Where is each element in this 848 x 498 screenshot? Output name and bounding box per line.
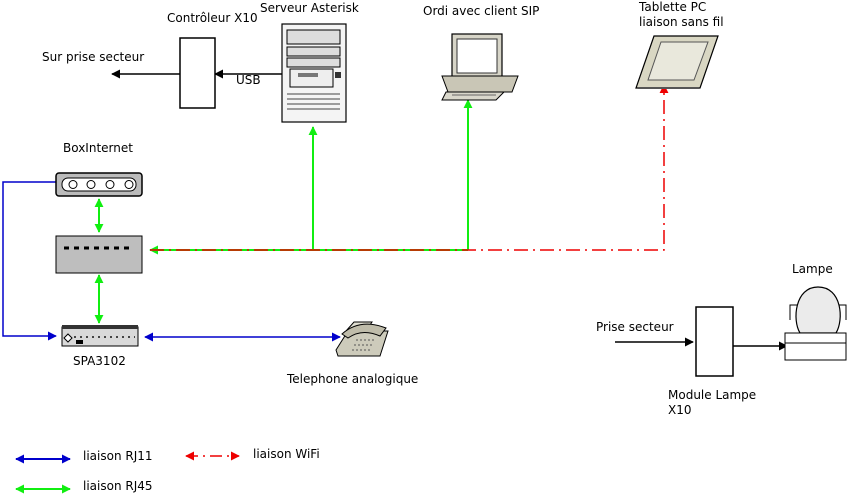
lamp-icon [784,286,847,361]
desktop-pc-icon [441,33,519,101]
lamp-module-box [695,306,734,377]
lamp-module-label-line1: Module Lampe [668,388,756,402]
lamp-module-label-line2: X10 [668,403,692,417]
analog-phone-label: Telephone analogique [286,372,418,386]
legend: liaison RJ11 liaison WiFi liaison RJ45 [15,447,320,494]
x10-controller-label: Contrôleur X10 [167,11,258,25]
x10-controller-box [179,37,216,109]
power-outlet-top-label: Sur prise secteur [42,50,144,64]
legend-rj11-label: liaison RJ11 [83,449,153,463]
server-tower-icon [281,23,347,123]
tablet-label-line2: liaison sans fil [639,15,724,29]
lamp-label: Lampe [792,262,833,276]
asterisk-server-label: Serveur Asterisk [260,1,359,15]
analog-phone-icon [335,321,389,357]
legend-rj45-label: liaison RJ45 [83,479,153,493]
switch-icon [55,235,143,274]
box-internet-label: BoxInternet [63,141,133,155]
power-outlet-label: Prise secteur [596,320,674,334]
spa-label: SPA3102 [73,354,126,368]
spa-adapter-icon [61,325,139,347]
legend-wifi-label: liaison WiFi [253,447,320,461]
internet-box-icon [55,172,143,197]
tablet-label-line1: Tablette PC [638,0,706,14]
rj11-box-spa [2,181,57,341]
tablet-icon [635,35,719,89]
sip-pc-label: Ordi avec client SIP [423,4,539,18]
wifi-link [150,84,669,251]
usb-label: USB [236,73,261,87]
